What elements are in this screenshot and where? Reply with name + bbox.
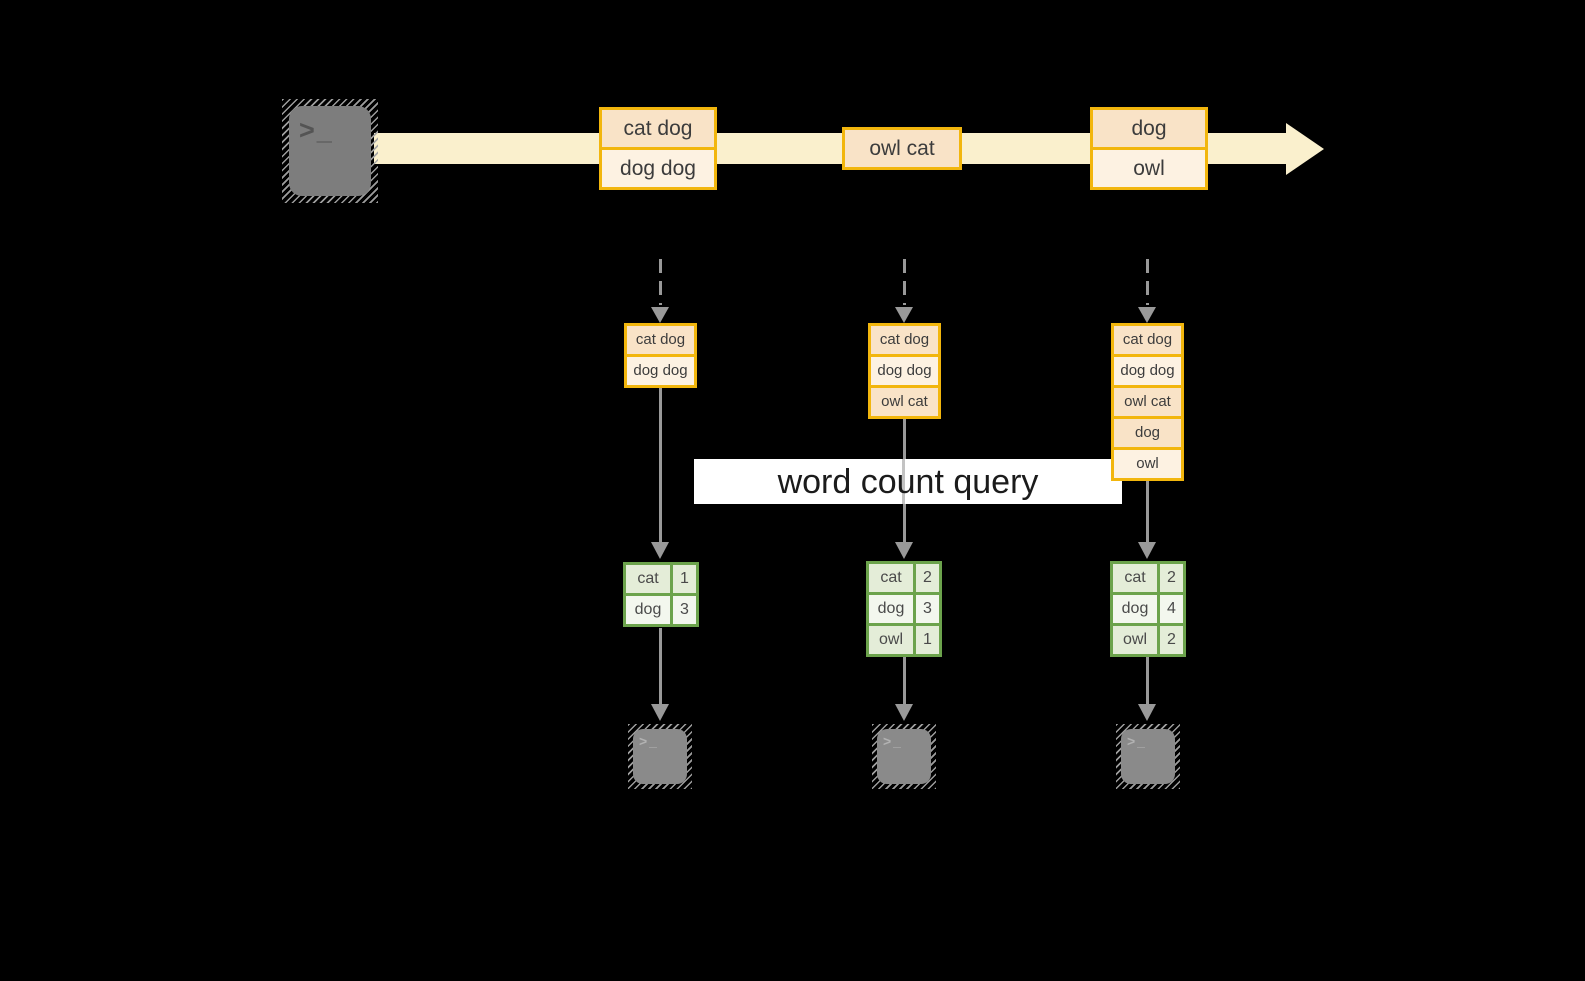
buffer-cell: owl — [1114, 447, 1181, 478]
result-arrowhead-icon — [895, 704, 913, 721]
table-count-cell: 1 — [673, 565, 696, 593]
event-cell: cat dog — [602, 110, 714, 147]
table-word-cell: owl — [1113, 626, 1157, 654]
query-arrowhead-icon — [895, 542, 913, 559]
event-cell: dog dog — [602, 147, 714, 187]
sink-terminal-icon: >_ — [872, 724, 936, 789]
terminal-prompt-icon: >_ — [639, 733, 659, 749]
table-word-cell: cat — [869, 564, 913, 592]
table-count-cell: 2 — [916, 564, 939, 592]
result-arrowhead-icon — [1138, 704, 1156, 721]
sink-terminal-icon: >_ — [628, 724, 692, 789]
table-word-cell: dog — [1113, 595, 1157, 623]
table-count-cell: 3 — [916, 595, 939, 623]
buffer-stack: cat dog dog dog — [624, 323, 697, 388]
buffer-stack: cat dog dog dog owl cat dog owl — [1111, 323, 1184, 481]
query-banner: word count query — [694, 459, 1122, 504]
query-arrow — [1146, 481, 1149, 542]
table-count-cell: 3 — [673, 596, 696, 624]
table-count-cell: 1 — [916, 626, 939, 654]
query-arrowhead-icon — [1138, 542, 1156, 559]
result-table: cat 2 dog 4 owl 2 — [1110, 561, 1186, 657]
buffer-cell: dog dog — [1114, 354, 1181, 385]
ingest-arrowhead-icon — [1138, 307, 1156, 323]
buffer-cell: dog dog — [871, 354, 938, 385]
ingest-arrow-dashed — [1146, 259, 1149, 305]
result-arrow — [1146, 657, 1149, 704]
table-word-cell: owl — [869, 626, 913, 654]
ingest-arrowhead-icon — [651, 307, 669, 323]
query-banner-label: word count query — [777, 463, 1039, 501]
terminal-prompt-icon: >_ — [299, 115, 334, 145]
stream-arrowhead-icon — [1286, 123, 1324, 175]
event-cell: dog — [1093, 110, 1205, 147]
terminal-body — [633, 729, 687, 784]
event-cell: owl cat — [845, 130, 959, 167]
table-count-cell: 4 — [1160, 595, 1183, 623]
ingest-arrow-dashed — [903, 259, 906, 305]
buffer-cell: owl cat — [871, 385, 938, 416]
table-word-cell: dog — [869, 595, 913, 623]
stream-event: owl cat — [842, 127, 962, 170]
terminal-body — [289, 106, 371, 196]
table-word-cell: dog — [626, 596, 670, 624]
ingest-arrowhead-icon — [895, 307, 913, 323]
result-arrow — [659, 628, 662, 704]
stream-event: cat dog dog dog — [599, 107, 717, 190]
table-word-cell: cat — [1113, 564, 1157, 592]
terminal-body — [877, 729, 931, 784]
event-cell: owl — [1093, 147, 1205, 187]
terminal-prompt-icon: >_ — [1127, 733, 1147, 749]
buffer-cell: cat dog — [871, 326, 938, 354]
result-table: cat 1 dog 3 — [623, 562, 699, 627]
stream-event: dog owl — [1090, 107, 1208, 190]
buffer-stack: cat dog dog dog owl cat — [868, 323, 941, 419]
arrow-through-banner — [902, 459, 905, 504]
buffer-cell: cat dog — [627, 326, 694, 354]
result-table: cat 2 dog 3 owl 1 — [866, 561, 942, 657]
buffer-cell: dog — [1114, 416, 1181, 447]
sink-terminal-icon: >_ — [1116, 724, 1180, 789]
result-arrow — [903, 657, 906, 704]
buffer-cell: dog dog — [627, 354, 694, 385]
terminal-body — [1121, 729, 1175, 784]
ingest-arrow-dashed — [659, 259, 662, 305]
buffer-cell: cat dog — [1114, 326, 1181, 354]
source-terminal-icon: >_ — [282, 99, 378, 203]
table-word-cell: cat — [626, 565, 670, 593]
query-arrowhead-icon — [651, 542, 669, 559]
result-arrowhead-icon — [651, 704, 669, 721]
buffer-cell: owl cat — [1114, 385, 1181, 416]
table-count-cell: 2 — [1160, 626, 1183, 654]
terminal-prompt-icon: >_ — [883, 733, 903, 749]
table-count-cell: 2 — [1160, 564, 1183, 592]
query-arrow — [659, 388, 662, 542]
